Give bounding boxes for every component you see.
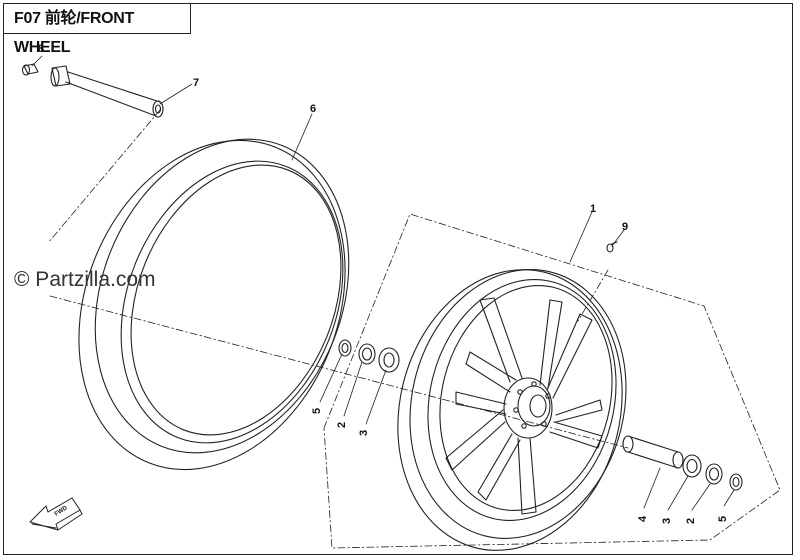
left-bearing-part-3 bbox=[378, 347, 400, 373]
callout-label: 9 bbox=[622, 221, 628, 233]
collar-part-4 bbox=[622, 435, 684, 469]
diagram-border bbox=[3, 3, 793, 555]
callout-label: 4 bbox=[637, 515, 649, 522]
assembly-guide-lines bbox=[47, 109, 781, 549]
valve-part-9 bbox=[606, 241, 618, 253]
callout-numbers: 8 7 6 1 9 5 2 3 4 3 2 5 bbox=[38, 43, 729, 524]
callout-label: 7 bbox=[193, 77, 199, 89]
right-bearing-part-3 bbox=[682, 454, 702, 478]
callout-label: 1 bbox=[590, 203, 596, 215]
left-spacer-part-2 bbox=[358, 343, 376, 365]
callout-label: 2 bbox=[336, 422, 348, 428]
axle-part-7 bbox=[50, 65, 164, 118]
callout-label: 5 bbox=[717, 516, 729, 522]
spacer-part-8 bbox=[21, 63, 39, 76]
wheel-rim-part-1 bbox=[397, 269, 627, 551]
callout-label: 2 bbox=[685, 518, 697, 524]
tire-part-6 bbox=[78, 138, 350, 471]
callout-label: 8 bbox=[38, 43, 44, 55]
right-seal-part-5 bbox=[729, 473, 743, 491]
leader-lines bbox=[31, 55, 735, 511]
forward-arrow-icon bbox=[29, 497, 83, 531]
left-seal-part-5 bbox=[338, 339, 352, 357]
diagram-title: F07 前轮/FRONT WHEEL bbox=[3, 3, 191, 56]
watermark: © Partzilla.com bbox=[14, 268, 156, 291]
callout-label: 6 bbox=[310, 103, 316, 115]
callout-label: 3 bbox=[358, 430, 370, 436]
callout-label: 5 bbox=[311, 408, 323, 414]
right-spacer-part-2 bbox=[705, 463, 723, 485]
callout-label: 3 bbox=[661, 518, 673, 524]
